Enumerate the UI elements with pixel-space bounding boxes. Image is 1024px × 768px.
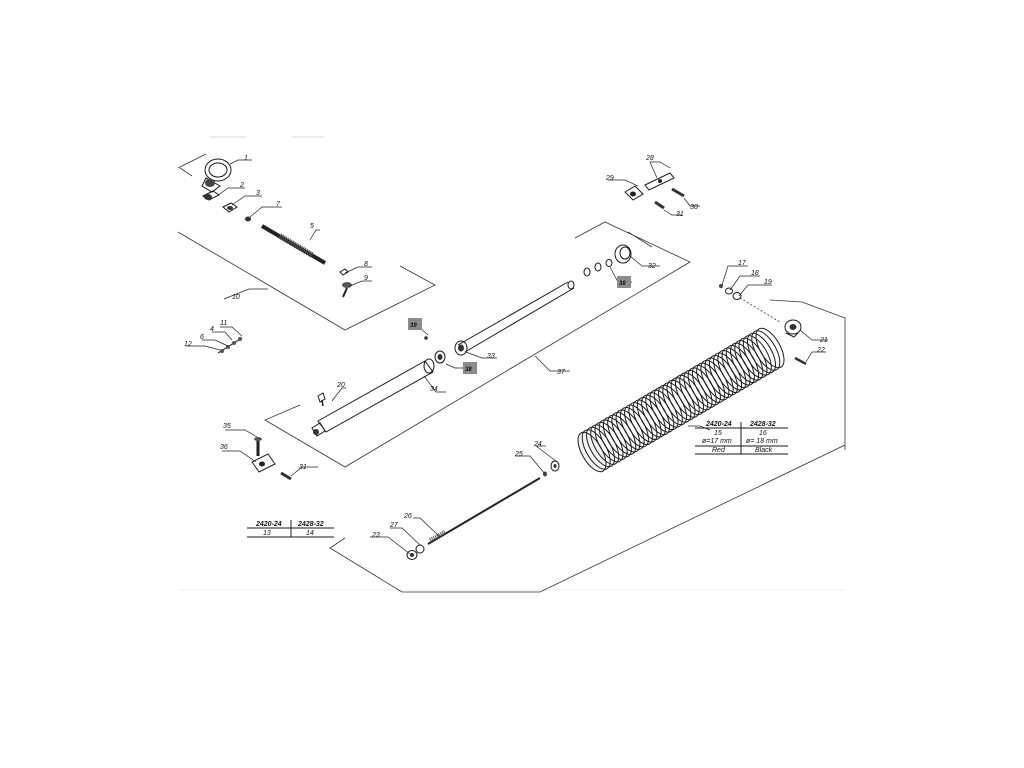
group-outline-10	[177, 231, 436, 331]
highlight-boxes	[408, 276, 631, 374]
callout-38-lower: 38	[465, 367, 472, 373]
pin-part-30	[671, 187, 685, 198]
callout-18: 18	[751, 270, 759, 277]
leader-line	[627, 231, 653, 248]
seal-part-38-lower	[434, 350, 446, 364]
callout-7: 7	[276, 201, 281, 208]
ring-handle-part-1	[201, 158, 232, 193]
ball-part-39	[424, 336, 428, 340]
callout-24: 24	[533, 441, 542, 448]
callout-39: 39	[410, 323, 417, 329]
callout-29: 29	[605, 175, 614, 182]
callout-11: 11	[220, 320, 227, 327]
callout-34: 34	[430, 386, 438, 393]
callout-23: 23	[371, 532, 380, 539]
assembly-axis	[739, 297, 781, 323]
nut-part-23	[406, 550, 418, 560]
callout-10: 10	[232, 294, 240, 301]
callout-22: 22	[816, 347, 825, 354]
callout-31-upper: 31	[676, 211, 684, 218]
bracket-part-36	[251, 453, 276, 473]
callout-35: 35	[223, 423, 231, 430]
piston-rod-part-33	[454, 280, 575, 356]
tie-rod-part-26	[427, 477, 541, 545]
callout-25: 25	[514, 451, 523, 458]
spring-coil	[755, 327, 785, 369]
callout-31-lower: 31	[299, 464, 307, 471]
end-cap-part-32	[614, 244, 632, 264]
fork-part-9	[342, 282, 352, 298]
washers-parts-17-18-19	[719, 284, 742, 300]
spring-coil	[747, 332, 776, 374]
callout-5: 5	[310, 223, 314, 230]
spring-table-r2c1: ø=17 mm	[702, 438, 732, 445]
nut-part-27	[415, 544, 425, 554]
callout-19: 19	[764, 279, 772, 286]
callout-3: 3	[256, 190, 260, 197]
callout-labels: 1 2 3 7 5 8 9 10 11 4 6 12 20 34 33 37 3…	[184, 155, 828, 539]
pin-part-22	[794, 356, 807, 366]
washer-part-7	[245, 216, 251, 222]
screw-set-parts-11-4-6-12	[217, 337, 243, 354]
callout-26: 26	[403, 513, 412, 520]
spring-table-col-1-header: 2420-24	[705, 421, 732, 428]
clevis-part-29	[624, 185, 644, 201]
spring-table-r2c2: ø= 18 mm	[746, 438, 778, 445]
leader-line	[769, 299, 803, 303]
threaded-rod-part-5	[260, 224, 327, 265]
eye-part-21	[784, 319, 802, 338]
spring-coil	[742, 335, 772, 376]
link-plate-part-28	[644, 172, 675, 191]
callout-1: 1	[244, 155, 248, 162]
callout-32: 32	[648, 263, 656, 270]
grease-nipple-part-20	[317, 392, 326, 407]
spring-table-col-2-header: 2428-32	[749, 421, 776, 428]
callout-17: 17	[738, 260, 747, 267]
group-outline-spring	[801, 301, 846, 450]
spring-table-r1c2: 16	[759, 430, 767, 437]
leader-line	[179, 167, 193, 177]
callout-33: 33	[487, 353, 495, 360]
rod-table-col-1-header: 2420-24	[255, 521, 282, 528]
callout-36: 36	[220, 444, 228, 451]
callout-2: 2	[239, 182, 244, 189]
callout-21: 21	[819, 337, 828, 344]
spring-table-r1c1: 15	[714, 430, 722, 437]
callout-20: 20	[336, 382, 345, 389]
spring-spec-table: 2420-24 2428-32 15 16 ø=17 mm ø= 18 mm R…	[695, 421, 788, 455]
callout-37: 37	[557, 369, 566, 376]
callout-38-upper: 38	[619, 281, 626, 287]
group-outline-37	[264, 221, 691, 468]
rod-spec-table: 2420-24 2428-32 13 14	[247, 520, 334, 538]
leader-lines	[186, 159, 828, 555]
nut-part-3	[222, 202, 238, 213]
callout-28: 28	[645, 155, 654, 162]
callout-9: 9	[364, 275, 368, 282]
callout-8: 8	[364, 261, 368, 268]
rod-table-r1c2: 14	[306, 530, 314, 537]
bolt-part-35	[254, 437, 262, 456]
callout-6: 6	[200, 334, 204, 341]
seal-part-38-upper	[583, 259, 613, 277]
rod-table-col-2-header: 2428-32	[297, 521, 324, 528]
callout-27: 27	[389, 522, 399, 529]
cylinder-part-34	[311, 358, 435, 437]
group-outline-spring-b	[329, 444, 846, 593]
callout-4: 4	[210, 326, 214, 333]
pin-part-31-lower	[280, 471, 292, 481]
bushing-part-2	[202, 190, 220, 201]
spring-table-r3c2: Black	[755, 447, 773, 454]
rod-table-r1c1: 13	[263, 530, 271, 537]
spring-coil	[751, 330, 781, 371]
pin-part-31-upper	[654, 200, 665, 210]
leader-line	[177, 153, 207, 169]
compression-spring	[577, 327, 785, 473]
callout-30: 30	[690, 204, 698, 211]
washer-part-24	[550, 460, 560, 472]
spring-table-r3c1: Red	[712, 447, 726, 454]
callout-12: 12	[184, 341, 192, 348]
